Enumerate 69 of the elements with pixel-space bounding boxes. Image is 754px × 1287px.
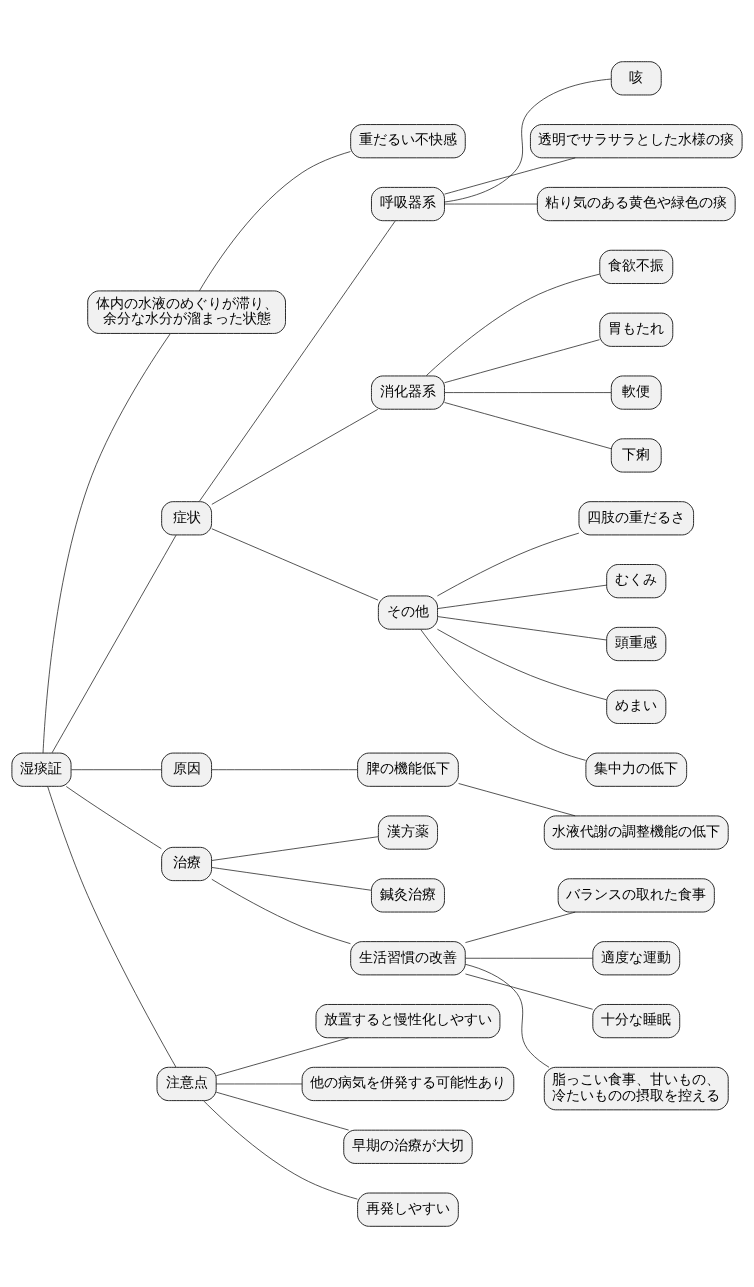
node-box: 水液代謝の調整機能の低下	[543, 814, 729, 850]
node-box: 食欲不振	[599, 249, 674, 284]
connector	[211, 835, 379, 861]
connector	[465, 911, 576, 943]
connector	[215, 1036, 349, 1076]
connector	[199, 150, 351, 291]
connector	[215, 1083, 303, 1084]
node-box: 軟便	[610, 375, 662, 410]
node-box: バランスの取れた食事	[557, 877, 715, 912]
connector	[444, 78, 612, 202]
node-box: 治療	[161, 846, 212, 881]
node-box: 湿痰証	[11, 752, 72, 787]
connector	[198, 220, 396, 502]
connector	[465, 973, 594, 1010]
node-box: 適度な運動	[592, 940, 681, 975]
connector	[211, 527, 379, 600]
node-box: 鍼灸治療	[371, 877, 445, 912]
node-box: むくみ	[606, 563, 667, 598]
connector	[211, 878, 351, 944]
node-box: 下痢	[610, 437, 662, 473]
node-box: 体内の水液のめぐりが滞り、余分な水分が溜まった状態	[87, 289, 286, 334]
connector	[211, 408, 379, 505]
node-box: 脾の機能低下	[357, 752, 459, 787]
node-box: めまい	[606, 689, 667, 724]
connector	[437, 628, 607, 700]
node-box: 咳	[610, 60, 662, 95]
connector	[47, 785, 177, 1068]
node-box: 放置すると慢性化しやすい	[315, 1003, 501, 1038]
node-box: 脂っこい食事、甘いもの、冷たいものの摂取を控える	[543, 1066, 729, 1110]
node-box: 注意点	[156, 1066, 217, 1101]
connector	[444, 391, 612, 393]
node-box: 胃もたれ	[599, 312, 674, 347]
connector	[65, 785, 162, 849]
connector	[437, 532, 580, 596]
connector	[420, 628, 586, 761]
connector	[465, 963, 550, 1068]
node-box: 再発しやすい	[357, 1192, 459, 1227]
node-box: 消化器系	[371, 375, 445, 410]
connector	[437, 615, 607, 640]
connector	[465, 957, 594, 959]
connector	[444, 203, 538, 204]
node-box: 原因	[161, 752, 212, 787]
node-box: 透明でサラサラとした水様の痰	[529, 123, 743, 158]
node-box: 生活習慣の改善	[350, 940, 466, 975]
node-box: 集中力の低下	[585, 752, 688, 787]
node-box: その他	[377, 595, 438, 630]
connector	[71, 768, 162, 770]
node-box: 十分な睡眠	[592, 1003, 681, 1038]
connector	[211, 768, 358, 770]
node-box: 粘り気のある黄色や緑色の痰	[536, 186, 736, 221]
node-box: 重だるい不快感	[350, 123, 466, 158]
connector	[211, 866, 372, 891]
node-box: 早期の治療が大切	[343, 1129, 473, 1164]
connector	[458, 782, 576, 816]
connector	[444, 157, 576, 194]
node-box: 症状	[161, 500, 212, 535]
connector	[51, 534, 177, 753]
node-box: 漢方薬	[377, 814, 438, 850]
connector	[444, 338, 600, 383]
node-box: 四肢の重だるさ	[578, 500, 695, 535]
connector	[42, 332, 171, 753]
connector	[203, 1099, 358, 1199]
node-box: 呼吸器系	[371, 186, 445, 221]
connector	[437, 584, 607, 609]
connector	[215, 1091, 349, 1130]
connector	[444, 401, 612, 449]
node-box: 頭重感	[606, 626, 667, 661]
connector	[426, 273, 600, 376]
node-box: 他の病気を併発する可能性あり	[301, 1066, 515, 1101]
